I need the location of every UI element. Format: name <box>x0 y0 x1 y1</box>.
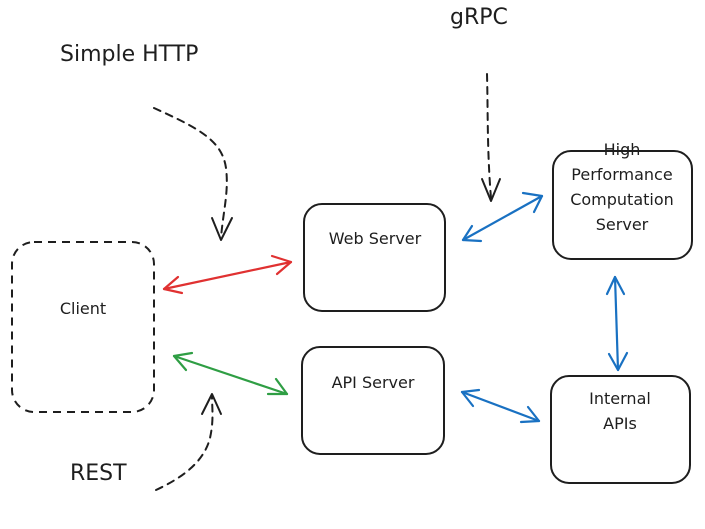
hpc-label-line4: Server <box>596 215 649 234</box>
rest-label: REST <box>70 461 127 486</box>
api-server-label: API Server <box>332 373 415 392</box>
rest-pointer-arrow <box>155 393 222 491</box>
api-server-internal-apis-link <box>460 388 541 424</box>
grpc-label: gRPC <box>450 5 508 30</box>
simple-http-pointer-arrow <box>153 107 233 241</box>
hpc-label-line2: Performance <box>571 165 672 184</box>
hpc-internal-apis-link <box>605 275 629 372</box>
client-node: Client <box>11 241 155 413</box>
api-server-node: API Server <box>301 346 445 455</box>
client-label: Client <box>60 299 106 318</box>
simple-http-label: Simple HTTP <box>60 42 198 67</box>
internal-apis-label-line1: Internal <box>589 389 651 408</box>
internal-apis-node: Internal APIs <box>550 375 691 484</box>
web-server-hpc-link <box>461 191 544 243</box>
grpc-pointer-arrow <box>481 73 501 202</box>
web-server-node: Web Server <box>303 203 446 312</box>
hpc-label-line1: High <box>604 140 641 159</box>
client-web-server-link <box>162 254 293 295</box>
hpc-label-line3: Computation <box>570 190 674 209</box>
web-server-label: Web Server <box>329 229 422 248</box>
internal-apis-label-line2: APIs <box>603 414 637 433</box>
client-api-server-link <box>172 351 289 396</box>
hpc-server-node: High Performance Computation Server <box>552 140 693 260</box>
